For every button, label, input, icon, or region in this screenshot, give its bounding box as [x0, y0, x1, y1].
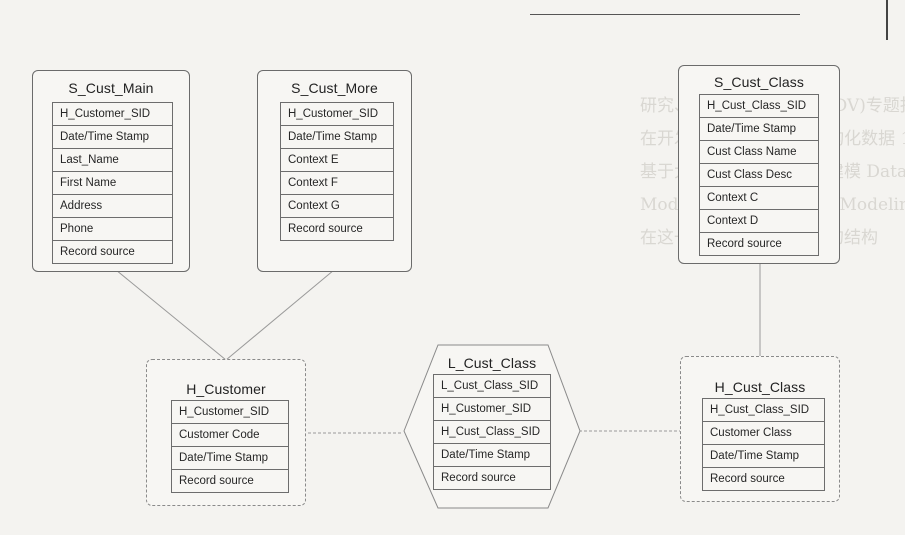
entity-title: S_Cust_Main [68, 80, 154, 96]
satellite-s-cust-more[interactable]: S_Cust_More H_Customer_SID Date/Time Sta… [257, 70, 412, 272]
entity-title: S_Cust_More [291, 80, 378, 96]
entity-title: L_Cust_Class [447, 355, 537, 371]
link-l-cust-class[interactable]: L_Cust_Class L_Cust_Class_SID H_Customer… [404, 345, 580, 508]
entity-title: H_Customer [186, 381, 266, 397]
attribute-row: Date/Time Stamp [434, 443, 550, 466]
attribute-row: Context F [281, 171, 393, 194]
attribute-row: Record source [434, 466, 550, 489]
attribute-row: Context C [700, 186, 818, 209]
attribute-list: H_Customer_SID Customer Code Date/Time S… [171, 400, 289, 493]
attribute-list: H_Customer_SID Date/Time Stamp Context E… [280, 102, 394, 241]
hub-h-customer[interactable]: H_Customer H_Customer_SID Customer Code … [146, 359, 306, 506]
attribute-list: L_Cust_Class_SID H_Customer_SID H_Cust_C… [433, 374, 551, 490]
attribute-row: Customer Code [172, 423, 288, 446]
attribute-row: H_Customer_SID [434, 397, 550, 420]
attribute-row: H_Customer_SID [60, 108, 151, 120]
attribute-row: First Name [53, 171, 172, 194]
attribute-row: Context D [700, 209, 818, 232]
attribute-row: L_Cust_Class_SID [441, 380, 539, 392]
entity-title: S_Cust_Class [714, 74, 804, 90]
hub-h-cust-class[interactable]: H_Cust_Class H_Cust_Class_SID Customer C… [680, 356, 840, 502]
attribute-row: Date/Time Stamp [281, 125, 393, 148]
attribute-row: H_Customer_SID [179, 406, 270, 418]
link-hexagon [403, 344, 581, 509]
attribute-row: Address [53, 194, 172, 217]
attribute-row: Date/Time Stamp [700, 117, 818, 140]
entity-title: H_Cust_Class [714, 379, 806, 395]
attribute-row: Record source [700, 232, 818, 255]
attribute-row: Phone [53, 217, 172, 240]
attribute-row: H_Cust_Class_SID [710, 404, 810, 416]
attribute-row: Record source [53, 240, 172, 263]
satellite-s-cust-class[interactable]: S_Cust_Class H_Cust_Class_SID Date/Time … [678, 65, 840, 264]
attribute-row: Date/Time Stamp [172, 446, 288, 469]
attribute-list: H_Cust_Class_SID Customer Class Date/Tim… [702, 398, 825, 491]
attribute-row: Record source [281, 217, 393, 240]
attribute-row: Date/Time Stamp [703, 444, 824, 467]
attribute-list: H_Cust_Class_SID Date/Time Stamp Cust Cl… [699, 94, 819, 256]
attribute-row: Cust Class Name [700, 140, 818, 163]
top-rule [530, 14, 800, 15]
attribute-row: Date/Time Stamp [53, 125, 172, 148]
page-edge-bar [886, 0, 888, 40]
attribute-row: Context G [281, 194, 393, 217]
satellite-s-cust-main[interactable]: S_Cust_Main H_Customer_SID Date/Time Sta… [32, 70, 190, 272]
attribute-row: H_Cust_Class_SID [707, 100, 807, 112]
attribute-list: H_Customer_SID Date/Time Stamp Last_Name… [52, 102, 173, 264]
connector-main-to-hub [115, 269, 227, 361]
attribute-row: Record source [172, 469, 288, 492]
attribute-row: Cust Class Desc [700, 163, 818, 186]
attribute-row: H_Cust_Class_SID [434, 420, 550, 443]
connector-more-to-hub [225, 269, 335, 361]
attribute-row: Last_Name [53, 148, 172, 171]
attribute-row: Record source [703, 467, 824, 490]
attribute-row: Context E [281, 148, 393, 171]
attribute-row: Customer Class [703, 421, 824, 444]
attribute-row: H_Customer_SID [288, 108, 379, 120]
